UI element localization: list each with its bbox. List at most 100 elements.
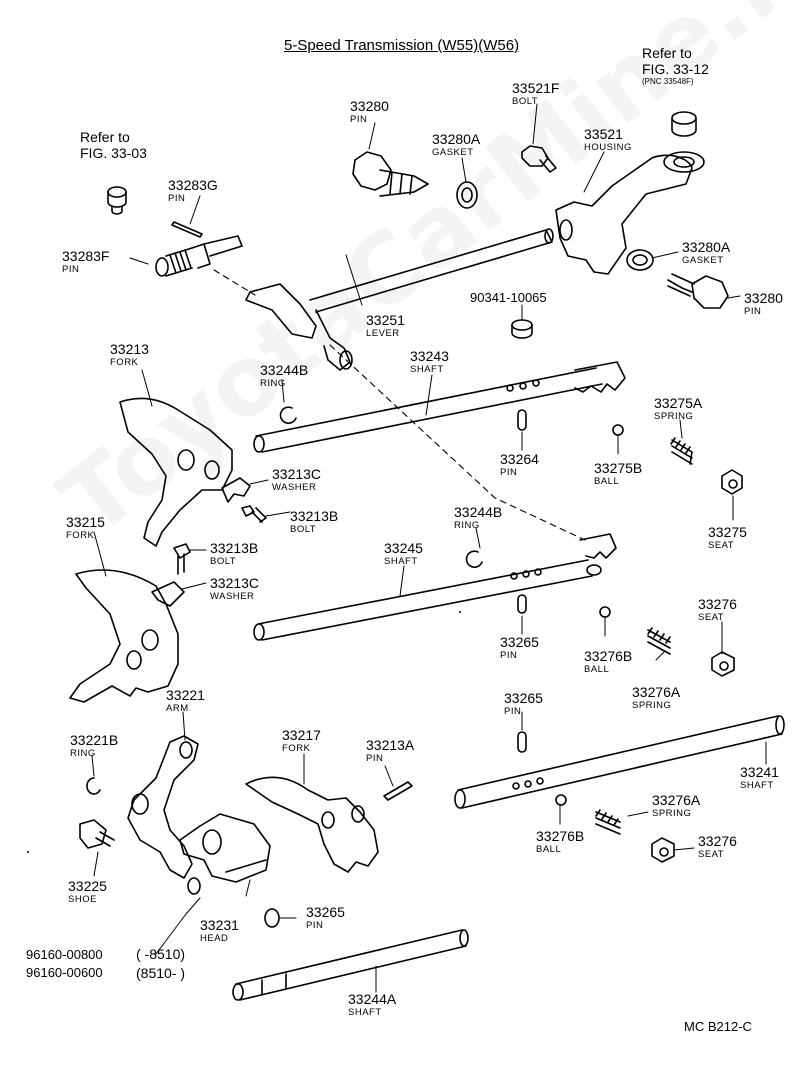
- part-number: 33276: [698, 596, 737, 612]
- part-name: PIN: [366, 753, 384, 764]
- refer-line-1: Refer to: [80, 129, 130, 145]
- lever-33251-icon: [245, 228, 554, 371]
- note-part-number-1: 96160-00800: [26, 947, 103, 962]
- part-number: 33283F: [62, 248, 110, 264]
- part-name: SHAFT: [384, 556, 418, 567]
- shaft-33243-icon: [253, 361, 626, 453]
- shaft-33245-icon: [253, 533, 617, 641]
- shoe-33225-icon: [79, 819, 115, 849]
- part-name: BALL: [594, 476, 620, 487]
- ring-33244B-icon: [279, 406, 297, 424]
- part-name: SHAFT: [740, 780, 774, 791]
- part-number: 33225: [68, 878, 107, 894]
- pin-33280-icon: [352, 151, 429, 197]
- ball-33276B-icon: [599, 606, 611, 618]
- washer-96160-icon: [187, 877, 201, 895]
- pin-33280-right-icon: [667, 273, 729, 309]
- part-name: WASHER: [272, 482, 317, 493]
- part-number: 33265: [306, 904, 345, 920]
- part-name: LEVER: [366, 328, 400, 339]
- part-number: 33231: [200, 917, 239, 933]
- part-name: PIN: [306, 920, 324, 931]
- refer-fig-33-12: Refer to FIG. 33-12 (PNC 33548F): [642, 45, 709, 87]
- spring-33276A-bottom-icon: [595, 809, 621, 835]
- part-name: PIN: [168, 193, 186, 204]
- part-number: 33213B: [290, 508, 339, 524]
- part-name: RING: [260, 378, 286, 389]
- part-number: 33244B: [454, 504, 503, 520]
- part-name: WASHER: [210, 591, 255, 602]
- dashed-guide-lines: [213, 269, 586, 541]
- note-range-1: ( -8510): [136, 946, 186, 962]
- part-number: 33276A: [652, 792, 701, 808]
- part-number: 33213C: [272, 466, 322, 482]
- spring-33275A-icon: [670, 437, 693, 465]
- refer-fig-33-03: Refer to FIG. 33-03: [80, 129, 147, 161]
- part-number: 90341-10065: [470, 290, 547, 305]
- part-name: FORK: [66, 530, 95, 541]
- pin-33264-icon: [517, 409, 527, 431]
- part-name: RING: [454, 520, 480, 531]
- part-number: 33276B: [584, 648, 633, 664]
- ball-33276B-bottom-icon: [555, 794, 567, 806]
- part-name: PIN: [500, 467, 518, 478]
- refer-line-2: FIG. 33-12: [642, 61, 709, 77]
- part-number: 33280A: [432, 131, 481, 147]
- shaft-33241-icon: [454, 715, 785, 809]
- bolt-33521F-icon: [521, 145, 557, 173]
- part-number: 33276A: [632, 684, 681, 700]
- fork-33217-icon: [245, 776, 379, 873]
- bolt-33213B-icon: [241, 505, 267, 523]
- part-number: 33213: [110, 341, 149, 357]
- part-name: GASKET: [432, 147, 474, 158]
- seat-33275-icon: [721, 469, 743, 495]
- part-name: RING: [70, 748, 96, 759]
- part-name: FORK: [282, 743, 311, 754]
- ring-33221B-icon: [86, 777, 101, 795]
- part-number: 33244B: [260, 362, 309, 378]
- ball-33275B-icon: [612, 424, 624, 436]
- pin-33265-icon: [517, 594, 527, 614]
- part-number: 33213C: [210, 575, 260, 591]
- pin-33283G-icon: [171, 221, 203, 238]
- part-name: BOLT: [210, 556, 237, 567]
- part-name: BALL: [536, 844, 562, 855]
- part-name: HOUSING: [584, 142, 632, 153]
- seat-33276-icon: [711, 651, 735, 677]
- pin-33213A-icon: [383, 781, 413, 801]
- note-range-2: (8510- ): [136, 965, 186, 981]
- part-number: 33276B: [536, 828, 585, 844]
- spring-33276A-icon: [647, 627, 671, 655]
- part-name: SEAT: [698, 849, 725, 860]
- part-number: 33280: [350, 98, 389, 114]
- part-number: 33275A: [654, 395, 703, 411]
- pin-33265-bottom-icon: [264, 908, 280, 928]
- part-name: SHOE: [68, 894, 97, 905]
- part-number: 33221B: [70, 732, 119, 748]
- part-name: BOLT: [290, 524, 317, 535]
- part-name: ARM: [166, 703, 189, 714]
- housing-33521-icon: [555, 151, 705, 275]
- part-number: 33276: [698, 833, 737, 849]
- part-name: BALL: [584, 664, 610, 675]
- fork-33213-icon: [119, 397, 233, 547]
- refer-pnc: (PNC 33548F): [642, 77, 694, 86]
